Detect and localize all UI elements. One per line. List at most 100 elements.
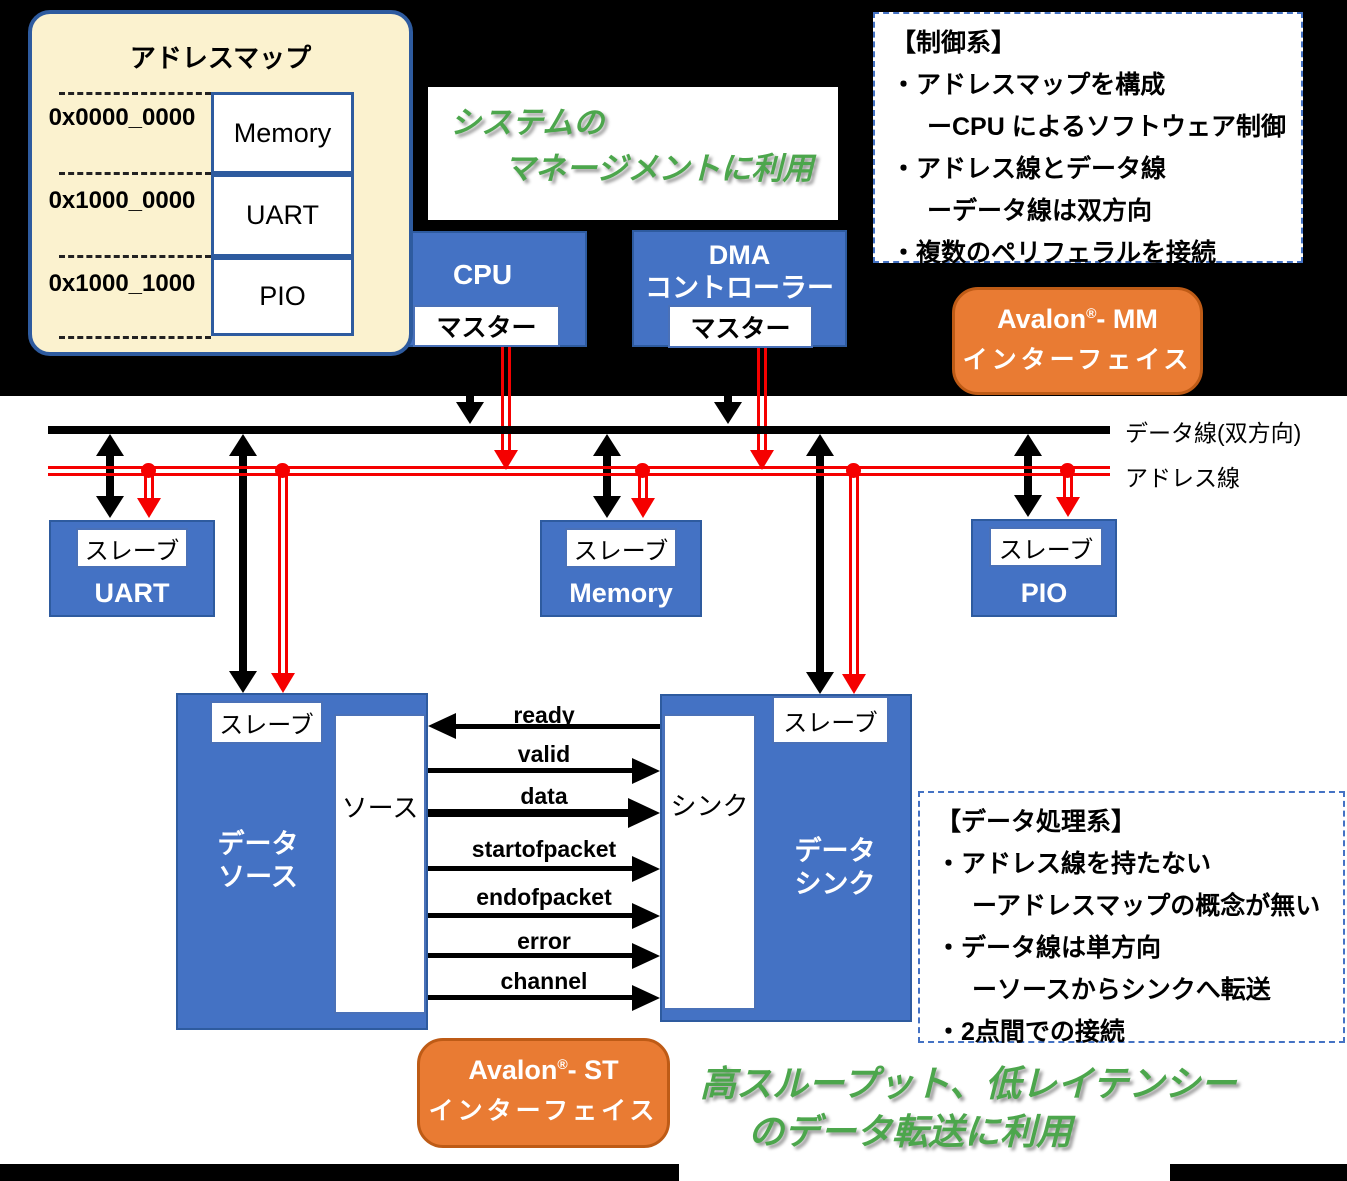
memory-slave-box: スレーブ Memory xyxy=(540,520,702,617)
master-port-label: マスター xyxy=(436,314,537,342)
address-map-title: アドレスマップ xyxy=(129,43,312,73)
address-map-region-memory: Memory xyxy=(211,92,354,174)
sink-data-connector xyxy=(816,450,824,679)
divider xyxy=(59,92,211,95)
note-line: ・2点間での接続 xyxy=(936,1018,1125,1046)
note-line: ーデータ線は双方向 xyxy=(927,197,1153,225)
signal-label-error: error xyxy=(517,928,571,954)
bottom-background-strip-left xyxy=(0,1164,679,1181)
badge-subtitle: インターフェイス xyxy=(428,1097,659,1125)
data-source-box: スレーブ ソース データ ソース xyxy=(176,693,428,1030)
signal-line-error xyxy=(428,953,634,958)
slave-port-label: スレーブ xyxy=(998,536,1094,564)
sink-port-label: シンク xyxy=(670,791,749,821)
sink-data-arrowhead-up xyxy=(806,434,834,456)
slave-port-label: スレーブ xyxy=(84,537,180,565)
uart-data-arrowhead-up xyxy=(96,434,124,456)
throughput-note-line1: 高スループット、低レイテンシー xyxy=(700,1063,1237,1104)
signal-line-channel xyxy=(428,995,634,1000)
badge-title: Avalon®- MM xyxy=(997,304,1158,334)
sink-port: シンク xyxy=(663,714,756,1010)
pio-name: PIO xyxy=(1020,578,1068,608)
sink-address-junction-dot xyxy=(846,463,861,478)
memory-name: Memory xyxy=(569,578,673,608)
badge-subtitle: インターフェイス xyxy=(962,346,1193,374)
uart-slave-box: スレーブ UART xyxy=(49,520,215,617)
dma-data-connector xyxy=(724,347,732,409)
note-line: ーCPU によるソフトウェア制御 xyxy=(927,113,1286,141)
system-management-note: システムの マネージメントに利用 xyxy=(428,87,838,220)
pio-slave-port: スレーブ xyxy=(989,527,1103,567)
address-bus-label: アドレス線 xyxy=(1125,465,1240,491)
signal-arrowhead-ready xyxy=(428,713,456,739)
data-sink-name: データ シンク xyxy=(794,836,876,899)
signal-line-valid xyxy=(428,768,634,773)
dma-label-line1: DMA xyxy=(708,240,771,270)
pio-data-arrowhead-up xyxy=(1014,434,1042,456)
dma-controller-box: DMA コントローラー マスター xyxy=(632,230,847,348)
note-line: システムの xyxy=(450,105,605,140)
source-port-label: ソース xyxy=(341,793,419,823)
sink-address-arrowhead xyxy=(842,674,866,694)
pio-address-connector xyxy=(1063,470,1073,499)
uart-address-arrowhead xyxy=(137,498,161,518)
note-line: ・アドレス線を持たない xyxy=(936,850,1212,878)
signal-arrowhead-data xyxy=(628,798,660,828)
data-bus-label: データ線(双方向) xyxy=(1125,420,1302,446)
pio-address-arrowhead xyxy=(1056,497,1080,517)
address-map-region-uart: UART xyxy=(211,174,354,257)
control-system-note-box: 【制御系】 ・アドレスマップを構成 ーCPU によるソフトウェア制御 ・アドレス… xyxy=(873,12,1303,267)
cpu-data-arrowhead xyxy=(456,402,484,424)
note-line: ・データ線は単方向 xyxy=(936,934,1162,962)
registered-mark: ® xyxy=(1086,305,1097,321)
cpu-address-connector xyxy=(501,347,511,451)
address-bus-line xyxy=(48,466,1110,476)
source-port: ソース xyxy=(334,714,426,1014)
divider xyxy=(59,255,211,258)
source-data-arrowhead-up xyxy=(229,434,257,456)
note-line: マネージメントに利用 xyxy=(504,151,814,186)
uart-address-junction-dot xyxy=(141,463,156,478)
dma-label-line2: コントローラー xyxy=(645,273,834,303)
memory-address-arrowhead xyxy=(631,498,655,518)
data-bus-line xyxy=(48,426,1110,434)
sink-address-connector xyxy=(849,470,859,676)
address-value: 0x1000_0000 xyxy=(48,187,196,214)
dma-master-port: マスター xyxy=(668,305,813,348)
source-slave-port: スレーブ xyxy=(210,701,323,744)
master-port-label: マスター xyxy=(690,314,791,343)
cpu-label: CPU xyxy=(452,259,513,290)
signal-label-ready: ready xyxy=(513,702,575,728)
address-map-panel: アドレスマップ 0x0000_0000 0x1000_0000 0x1000_1… xyxy=(28,10,413,356)
cpu-address-arrowhead xyxy=(494,450,518,470)
address-value: 0x0000_0000 xyxy=(48,104,196,131)
dma-address-arrowhead xyxy=(750,450,774,470)
badge-title: Avalon®- ST xyxy=(468,1055,619,1085)
cpu-master-port: マスター xyxy=(413,305,560,347)
pio-address-junction-dot xyxy=(1060,463,1075,478)
source-address-junction-dot xyxy=(275,463,290,478)
pio-slave-box: スレーブ PIO xyxy=(971,519,1117,617)
source-data-connector xyxy=(239,450,247,678)
signal-arrowhead-valid xyxy=(632,758,660,784)
memory-address-junction-dot xyxy=(635,463,650,478)
uart-address-connector xyxy=(144,470,154,500)
slave-port-label: スレーブ xyxy=(573,537,669,565)
dma-data-arrowhead xyxy=(714,402,742,424)
note-line: ・複数のペリフェラルを接続 xyxy=(891,239,1217,267)
uart-name: UART xyxy=(94,578,170,608)
slave-port-label: スレーブ xyxy=(219,712,314,739)
signal-label-startofpacket: startofpacket xyxy=(471,836,617,862)
registered-mark: ® xyxy=(557,1056,568,1072)
data-processing-note-box: 【データ処理系】 ・アドレス線を持たない ーアドレスマップの概念が無い ・データ… xyxy=(918,791,1345,1046)
signal-line-data xyxy=(428,809,630,817)
note-line: ーアドレスマップの概念が無い xyxy=(972,892,1321,920)
note-line: ・アドレス線とデータ線 xyxy=(891,155,1167,183)
uart-data-arrowhead-down xyxy=(96,496,124,518)
note-title: 【制御系】 xyxy=(891,29,1017,57)
sink-slave-port: スレーブ xyxy=(772,696,889,744)
avalon-mm-badge: Avalon®- MM インターフェイス xyxy=(952,287,1203,395)
signal-label-endofpacket: endofpacket xyxy=(476,884,612,910)
signal-label-valid: valid xyxy=(517,741,571,767)
memory-slave-port: スレーブ xyxy=(565,528,677,568)
